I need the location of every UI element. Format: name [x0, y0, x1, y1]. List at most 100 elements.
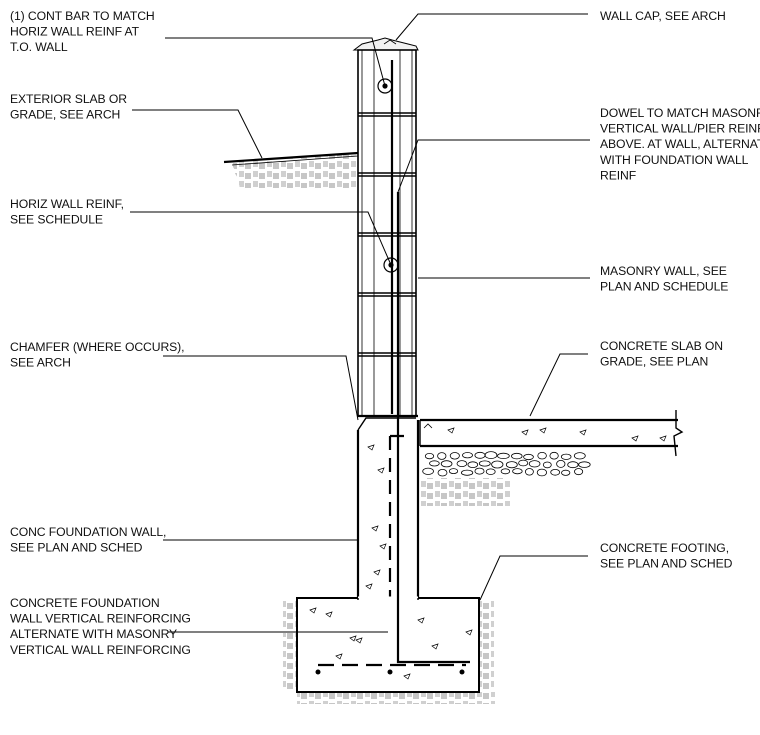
gravel-stone	[578, 461, 591, 468]
label-masonry-wall: MASONRY WALL, SEE PLAN AND SCHEDULE	[600, 264, 728, 294]
label-wall-cap: WALL CAP, SEE ARCH	[600, 9, 726, 23]
label-line: (1) CONT BAR TO MATCH	[10, 9, 155, 23]
aggregate-triangle	[335, 653, 343, 660]
gravel-stone	[437, 469, 448, 477]
gravel-stone	[505, 461, 518, 469]
label-line: CONCRETE FOOTING,	[600, 541, 729, 555]
gravel-stone	[456, 460, 468, 468]
aggregate-triangle	[355, 637, 363, 644]
gravel-stone	[424, 452, 435, 460]
gravel-stone	[500, 468, 511, 475]
aggregate-triangle	[579, 429, 587, 436]
label-line: EXTERIOR SLAB OR	[10, 92, 127, 106]
label-dowel: DOWEL TO MATCH MASONRY VERTICAL WALL/PIER…	[600, 106, 760, 182]
wall-cap	[352, 37, 419, 51]
gravel-stone	[474, 467, 485, 475]
aggregate-triangle	[403, 673, 411, 680]
aggregate-triangle	[521, 429, 529, 436]
label-cont-bar: (1) CONT BAR TO MATCH HORIZ WALL REINF AT…	[10, 9, 155, 54]
concrete-slab-on-grade	[419, 410, 684, 457]
gravel-stone	[474, 451, 486, 459]
gravel-stone	[440, 460, 453, 468]
label-line: VERTICAL WALL/PIER REINF	[600, 122, 760, 136]
aggregate-triangle	[377, 467, 385, 474]
label-chamfer: CHAMFER (WHERE OCCURS),SEE ARCH	[10, 340, 185, 370]
gravel-stone	[511, 452, 523, 460]
label-line: REINF	[600, 168, 636, 182]
masonry-wall	[357, 49, 417, 417]
gravel-stone	[525, 468, 534, 476]
label-line: T.O. WALL	[10, 40, 68, 54]
gravel-base	[422, 451, 591, 477]
aggregate-triangle	[447, 427, 455, 434]
aggregate-triangle	[417, 617, 425, 624]
gravel-stone	[448, 468, 459, 475]
label-line: CONC FOUNDATION WALL,	[10, 525, 166, 539]
label-line: SEE SCHEDULE	[10, 213, 103, 227]
label-line: CONCRETE SLAB ON	[600, 339, 723, 353]
concrete-aggregate-symbols	[309, 427, 667, 680]
label-line: SEE PLAN AND SCHED	[600, 557, 733, 571]
gravel-stone	[542, 461, 552, 469]
label-horiz-reinf: HORIZ WALL REINF,SEE SCHEDULE	[10, 197, 124, 227]
label-slab-on-grade: CONCRETE SLAB ON GRADE, SEE PLAN	[600, 339, 723, 369]
aggregate-triangle	[309, 607, 317, 614]
label-line: CHAMFER (WHERE OCCURS),	[10, 340, 184, 354]
label-line: ALTERNATE WITH MASONRY	[10, 627, 177, 641]
aggregate-triangle	[373, 569, 381, 576]
gravel-stone	[573, 452, 586, 460]
gravel-stone	[485, 468, 496, 475]
gravel-stone	[422, 467, 434, 475]
gravel-stone	[478, 460, 491, 467]
footing-bar-center	[387, 669, 393, 675]
label-line: PLAN AND SCHEDULE	[600, 280, 728, 294]
earth-hatch-footing	[283, 600, 495, 704]
gravel-stone	[556, 459, 566, 468]
gravel-stone	[536, 468, 548, 477]
aggregate-triangle	[349, 635, 357, 642]
gravel-stone	[550, 468, 561, 476]
label-line: WITH FOUNDATION WALL	[600, 153, 749, 167]
gravel-stone	[567, 461, 579, 469]
exterior-grade-line-lower	[231, 155, 359, 166]
aggregate-triangle	[365, 583, 373, 590]
gravel-stone	[467, 461, 479, 469]
label-line: WALL VERTICAL REINFORCING	[10, 612, 191, 626]
aggregate-triangle	[631, 435, 639, 442]
gravel-stone	[561, 469, 571, 476]
gravel-stone	[560, 453, 572, 460]
leader-lines	[130, 13, 590, 633]
gravel-stone	[549, 451, 559, 460]
label-line: ABOVE. AT WALL, ALTERNATE	[600, 137, 760, 151]
label-line: DOWEL TO MATCH MASONRY	[600, 106, 760, 120]
label-line: MASONRY WALL, SEE	[600, 264, 727, 278]
earth-hatch-interior	[420, 478, 510, 506]
exterior-grade-line	[223, 151, 359, 164]
label-footing: CONCRETE FOOTING, SEE PLAN AND SCHED	[600, 541, 733, 571]
label-line: GRADE, SEE PLAN	[600, 355, 708, 369]
label-conc-foundation-wall: CONC FOUNDATION WALL, SEE PLAN AND SCHED	[10, 525, 166, 555]
label-line: HORIZ WALL REINF AT	[10, 25, 140, 39]
label-line: WALL CAP, SEE ARCH	[600, 9, 726, 23]
gravel-stone	[462, 452, 473, 459]
gravel-stone	[523, 453, 534, 461]
aggregate-triangle	[465, 629, 473, 636]
label-line: GRADE, SEE ARCH	[10, 108, 120, 122]
aggregate-triangle	[371, 525, 379, 532]
gravel-stone	[528, 460, 541, 468]
label-exterior-slab: EXTERIOR SLAB OR GRADE, SEE ARCH	[10, 92, 127, 122]
aggregate-triangle	[431, 643, 439, 650]
footing-dowel-hook	[396, 470, 470, 664]
label-line: SEE PLAN AND SCHED	[10, 541, 143, 555]
gravel-stone	[518, 459, 529, 467]
aggregate-triangle	[379, 543, 387, 550]
gravel-stone	[449, 452, 460, 460]
gravel-stone	[460, 469, 474, 476]
gravel-stone	[484, 451, 498, 460]
aggregate-triangle	[539, 427, 547, 434]
footing-bar-left	[315, 669, 321, 675]
gravel-stone	[537, 452, 547, 460]
gravel-stone	[491, 460, 504, 469]
